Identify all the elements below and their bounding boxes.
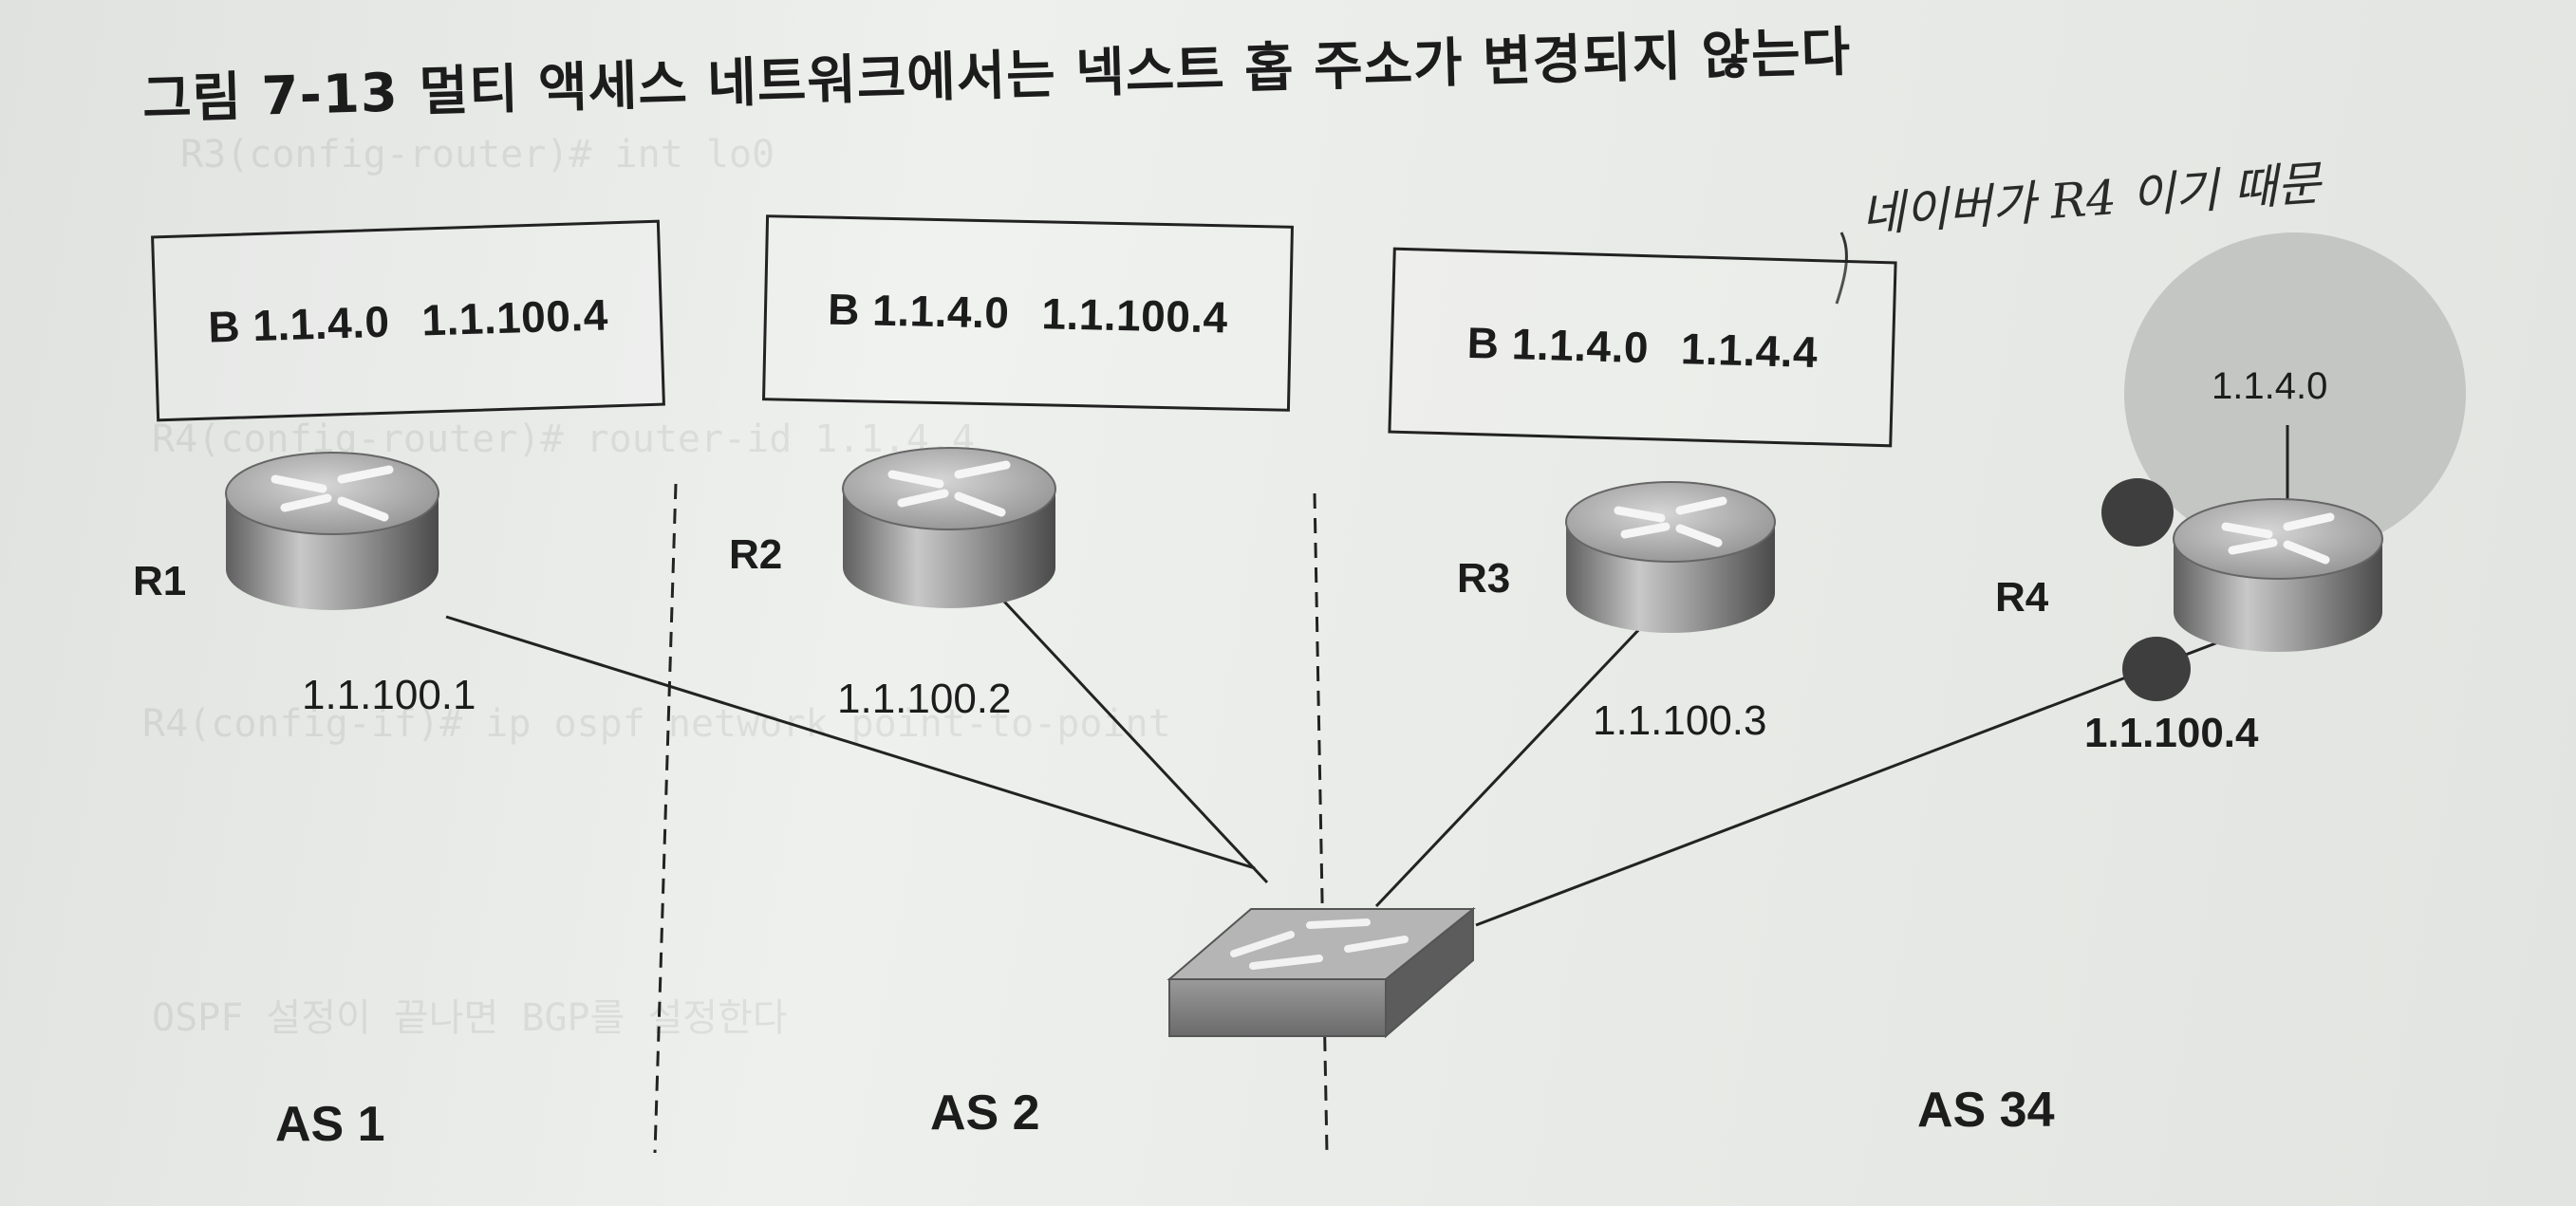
as-label-as2: AS 2 [930,1085,1040,1141]
router-ip-r4: 1.1.100.4 [2084,710,2259,756]
link-r1-switch [445,615,1256,870]
route-next-hop: 1.1.4.4 [1680,324,1819,378]
router-ip-r1: 1.1.100.1 [302,672,476,718]
router-r3-icon [1565,481,1776,633]
route-next-hop: 1.1.100.4 [420,289,609,345]
routing-table-r1: B 1.1.4.0 1.1.100.4 [151,219,665,422]
route-network: 1.1.4.0 [871,285,1010,338]
link-r2-switch [990,586,1269,884]
routing-table-r2: B 1.1.4.0 1.1.100.4 [762,214,1294,412]
route-code: B [207,301,241,352]
as-label-as1: AS 1 [275,1097,385,1152]
router-r2-icon [842,447,1056,608]
router-name-r2: R2 [729,531,783,578]
note-pointer-line [1835,232,1848,305]
link-r3-switch [1374,624,1644,908]
as-label-as34: AS 34 [1917,1083,2055,1138]
route-network: 1.1.4.0 [252,296,391,351]
bleed-through-text: R3(config-router)# int lo0 [180,133,775,176]
network-cloud-label: 1.1.4.0 [2212,365,2328,407]
neighbor-dot [2101,478,2174,547]
router-r1-icon [225,452,439,610]
router-ip-r2: 1.1.100.2 [837,676,1012,722]
route-code: B [1466,317,1501,368]
as-boundary-line [1313,492,1329,1154]
link-r4-switch [1475,636,2231,927]
routing-table-r3: B 1.1.4.0 1.1.4.4 [1388,247,1897,448]
neighbor-dot [2122,637,2191,701]
router-ip-r3: 1.1.100.3 [1593,697,1767,744]
bleed-through-text: OSPF 설정이 끝나면 BGP를 설정한다 [152,996,788,1040]
router-name-r3: R3 [1457,555,1511,602]
router-r4-icon [2173,498,2383,652]
as-boundary-line [653,483,678,1154]
bleed-through-text: R4(config-if)# ip ospf network point-to-… [142,702,1171,746]
switch-icon [1167,906,1476,1039]
network-cloud [2124,232,2466,555]
router-name-r1: R1 [133,558,187,604]
bleed-through-text: R4(config-router)# router-id 1.1.4.4 [152,417,975,461]
route-code: B [827,284,861,335]
route-network: 1.1.4.0 [1511,319,1650,373]
router-name-r4: R4 [1995,574,2049,621]
route-next-hop: 1.1.100.4 [1040,288,1229,343]
